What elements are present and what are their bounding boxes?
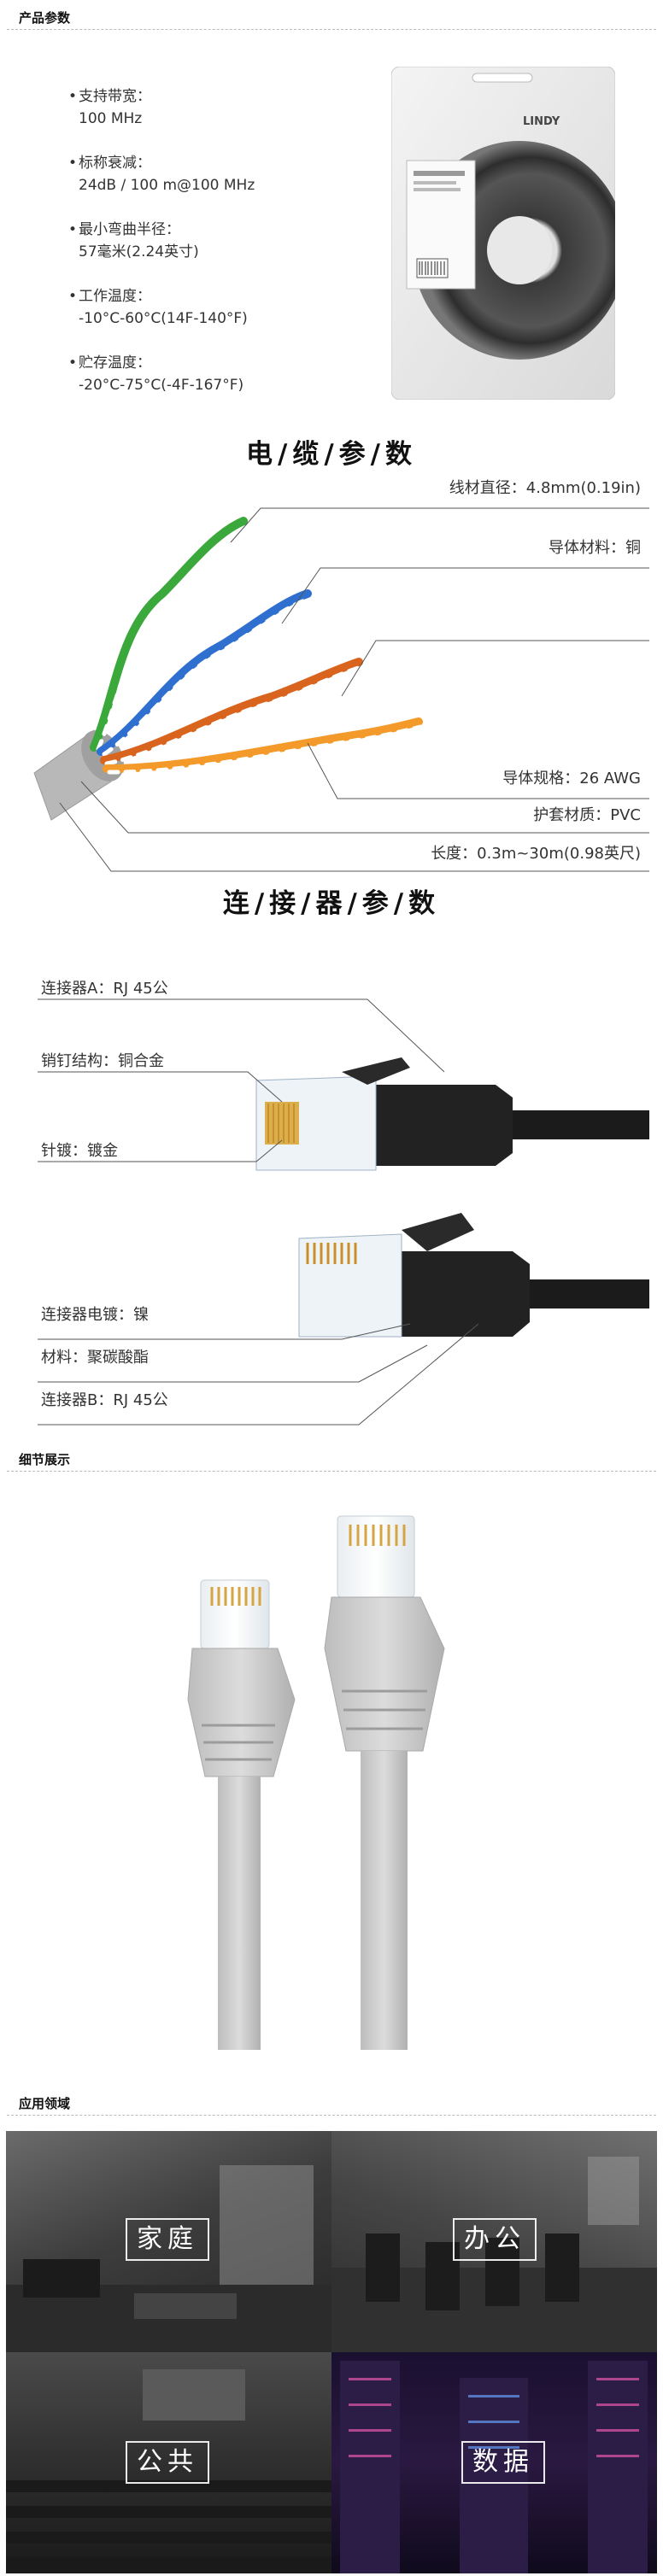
cable-callout-diameter: 线材直径：4.8mm(0.19in) xyxy=(449,479,641,497)
spec-value: 100 MHz xyxy=(79,110,143,127)
bullet-icon: • xyxy=(68,155,78,172)
bullet-icon: • xyxy=(68,221,78,238)
spec-value: 57毫米(2.24英寸) xyxy=(79,243,199,261)
bullet-icon: • xyxy=(68,88,78,105)
spec-item: • 最小弯曲半径： 57毫米(2.24英寸) xyxy=(68,219,199,263)
connector-callout-material: 材料：聚碳酸酯 xyxy=(41,1349,149,1367)
cable-callout-conductor-material: 导体材料：铜 xyxy=(549,539,641,557)
applications-section-header: 应用领域 xyxy=(0,2086,663,2116)
cable-callout-jacket: 护套材质：PVC xyxy=(533,806,641,824)
spec-label: 支持带宽： xyxy=(79,88,151,105)
cable-callout-conductor-gauge: 导体规格：26 AWG xyxy=(502,770,641,787)
connector-callout-a: 连接器A：RJ 45公 xyxy=(41,980,168,998)
spec-value: -20°C-75°C(-4F-167°F) xyxy=(79,377,244,394)
bullet-icon: • xyxy=(68,354,78,372)
spec-value: 24dB / 100 m@100 MHz xyxy=(79,177,255,194)
public-scene-image xyxy=(6,2369,332,2569)
product-package-image xyxy=(391,67,615,400)
applications-grid: 家庭 办公 公共 xyxy=(6,2131,657,2573)
section-divider xyxy=(7,2115,656,2116)
connector-callout-plating: 针镀：镀金 xyxy=(41,1142,118,1160)
brand-logo: LINDY xyxy=(523,115,560,128)
spec-item: • 贮存温度： -20°C-75°C(-4F-167°F) xyxy=(68,352,244,396)
application-tile-office: 办公 xyxy=(332,2131,657,2352)
section-divider xyxy=(7,1471,656,1472)
spec-label: 标称衰减： xyxy=(79,155,151,172)
applications-section-title: 应用领域 xyxy=(19,2096,71,2111)
spec-item: • 工作温度： -10°C-60°C(14F-140°F) xyxy=(68,285,248,330)
application-tile-data: 数据 xyxy=(332,2352,657,2573)
cable-diagram xyxy=(33,507,649,872)
application-label: 办公 xyxy=(453,2218,537,2261)
connector-callout-pin: 销钉结构：铜合金 xyxy=(41,1052,164,1070)
details-section-header: 细节展示 xyxy=(0,1442,663,1472)
home-scene-image xyxy=(6,2165,332,2352)
connector-callout-b: 连接器B：RJ 45公 xyxy=(41,1391,168,1409)
cable-callout-length: 长度：0.3m~30m(0.98英尺) xyxy=(431,845,641,863)
spec-label: 最小弯曲半径： xyxy=(79,221,180,238)
cable-detail-photo xyxy=(187,1515,445,2050)
specs-section-header: 产品参数 xyxy=(0,0,663,31)
spec-label: 工作温度： xyxy=(79,288,151,305)
office-scene-image xyxy=(332,2157,657,2352)
application-tile-home: 家庭 xyxy=(6,2131,332,2352)
spec-label: 贮存温度： xyxy=(79,354,151,372)
bullet-icon: • xyxy=(68,288,78,305)
application-label: 家庭 xyxy=(126,2218,209,2261)
cable-params-title: 电/缆/参/数 xyxy=(246,439,417,470)
specs-section-title: 产品参数 xyxy=(19,10,71,26)
spec-item: • 支持带宽： 100 MHz xyxy=(68,85,151,130)
connector-params-title: 连/接/器/参/数 xyxy=(222,888,441,919)
connector-diagram xyxy=(38,998,649,1426)
spec-value: -10°C-60°C(14F-140°F) xyxy=(79,310,248,327)
application-label: 公共 xyxy=(126,2441,209,2484)
connector-callout-electroplating: 连接器电镀：镍 xyxy=(41,1306,149,1324)
spec-item: • 标称衰减： 24dB / 100 m@100 MHz xyxy=(68,152,255,196)
datacenter-scene-image xyxy=(340,2361,648,2573)
application-tile-public: 公共 xyxy=(6,2352,332,2573)
application-label: 数据 xyxy=(461,2441,545,2484)
details-section-title: 细节展示 xyxy=(19,1452,71,1467)
section-divider xyxy=(7,29,656,30)
